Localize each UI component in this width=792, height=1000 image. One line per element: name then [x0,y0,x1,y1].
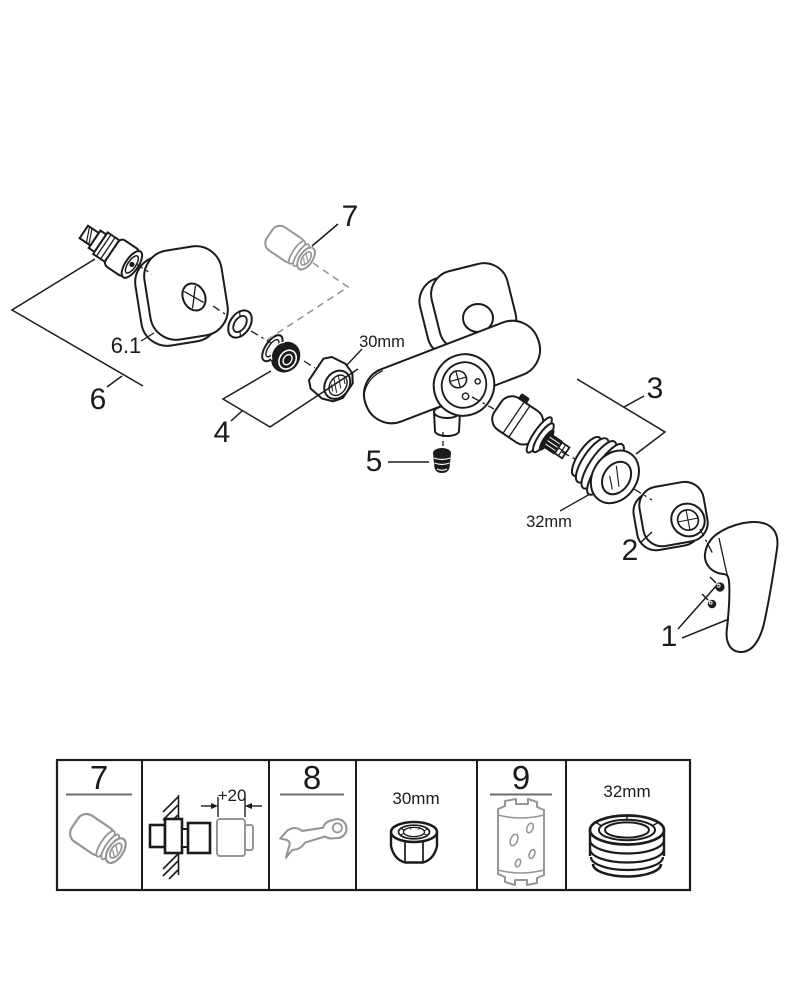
mixer-body [362,262,542,437]
callout-4: 4 [214,416,231,449]
legend-cell-install-note: +20 [148,786,262,880]
part-5-screw-icon [433,448,451,473]
ring-nut-icon [588,814,666,878]
group-1-bracket [677,584,730,639]
part-3-cartridge-icon [491,393,571,460]
open-end-wrench-icon [279,818,348,859]
callout-7: 7 [342,200,359,233]
callout-2: 2 [622,534,639,567]
part-7-extension-icon [260,221,321,275]
part-2-cap-icon [632,480,709,552]
legend-32mm-label: 32mm [603,782,650,801]
assembly-axis-dashes [135,263,715,557]
legend-tool8-number: 8 [303,759,321,796]
legend-cell-30mm: 30mm [389,789,440,864]
group-6-bracket [10,258,144,388]
dimension-32mm: 32mm [526,513,572,531]
callout-5: 5 [366,445,383,478]
legend-cell-tool9: 9 [490,759,552,886]
callout-6-1: 6.1 [111,333,142,358]
callout-2-leader [639,531,653,544]
handle-screws [701,576,725,609]
legend-plus20-label: +20 [218,786,247,805]
dimension-30mm: 30mm [359,333,405,351]
part-4-adapter-icon [261,334,301,373]
part-1-lever-handle [703,521,779,654]
wall-mount-extension-diagram [148,795,262,880]
cartridge-socket-tool-icon [497,798,545,886]
legend-cell-32mm: 32mm [588,782,666,878]
legend-tool9-number: 9 [512,759,530,796]
part-7-locator-dashes [266,262,350,341]
legend-cell-part7: 7 [65,759,132,869]
legend-part7-number: 7 [90,759,108,796]
dim-30mm-leader [345,348,363,367]
callout-1: 1 [661,620,678,653]
group-3-bracket [576,378,667,455]
legend-table: 7 [55,758,692,892]
part-3-cap-nut-32mm [570,435,640,505]
callout-3: 3 [647,372,664,405]
callout-7-leader [311,223,339,247]
callout-6-1-leader [140,332,155,342]
callout-6: 6 [90,383,107,416]
group-4-bracket [221,368,359,428]
part-washer-icon [227,309,253,339]
hex-nut-icon [389,820,439,864]
dim-32mm-leader [559,493,591,512]
legend-cell-tool8: 8 [279,759,348,859]
part-6-s-union-icon [78,224,144,279]
part-6-1-escutcheon [134,245,229,347]
legend-30mm-label: 30mm [392,789,439,808]
